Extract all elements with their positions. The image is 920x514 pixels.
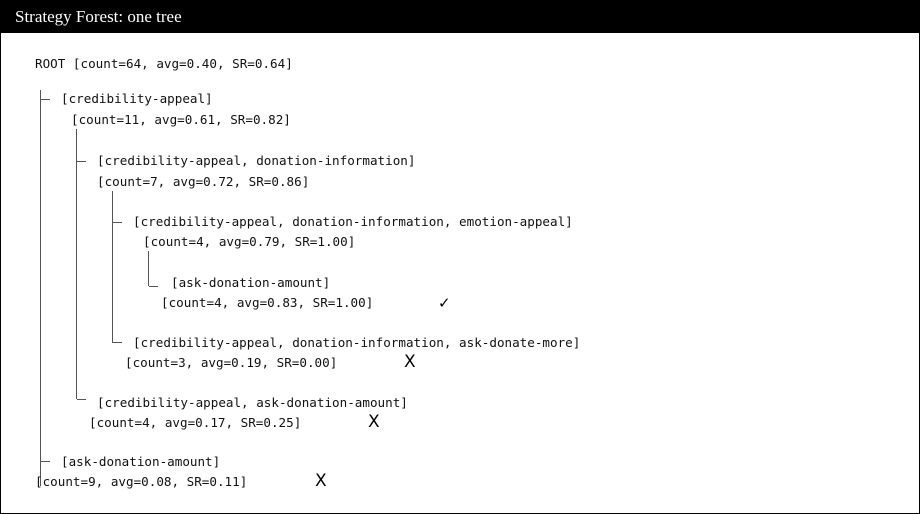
node-2-stats: [count=7, avg=0.72, SR=0.86] bbox=[97, 174, 310, 189]
failure-x-icon: X bbox=[368, 412, 380, 432]
panel-header: Strategy Forest: one tree bbox=[1, 1, 919, 33]
node-1-stats: [count=11, avg=0.61, SR=0.82] bbox=[71, 112, 291, 127]
branch-connector-2 bbox=[77, 161, 86, 162]
node-7-path: [ask-donation-amount] bbox=[61, 454, 221, 469]
node-5-stats: [count=3, avg=0.19, SR=0.00] bbox=[125, 355, 338, 370]
node-3-stats: [count=4, avg=0.79, SR=1.00] bbox=[143, 234, 356, 249]
failure-x-icon: X bbox=[404, 352, 416, 372]
strategy-tree: ROOT [count=64, avg=0.40, SR=0.64] [cred… bbox=[1, 33, 919, 513]
branch-connector-6 bbox=[77, 399, 86, 400]
node-7-stats: [count=9, avg=0.08, SR=0.11] bbox=[35, 474, 248, 489]
connector-level-2 bbox=[112, 191, 113, 343]
root-node: ROOT [count=64, avg=0.40, SR=0.64] bbox=[35, 56, 293, 71]
connector-level-3 bbox=[148, 251, 149, 286]
branch-connector-5 bbox=[113, 342, 122, 343]
branch-connector-3 bbox=[113, 222, 122, 223]
branch-connector-4 bbox=[149, 286, 158, 287]
connector-level-1 bbox=[76, 129, 77, 399]
branch-connector-7 bbox=[41, 461, 50, 462]
node-2-path: [credibility-appeal, donation-informatio… bbox=[97, 153, 416, 168]
node-3-path: [credibility-appeal, donation-informatio… bbox=[133, 214, 573, 229]
node-1-path: [credibility-appeal] bbox=[61, 91, 213, 106]
failure-x-icon: X bbox=[315, 471, 327, 491]
node-4-path: [ask-donation-amount] bbox=[171, 275, 331, 290]
success-check-icon: ✓ bbox=[438, 294, 451, 312]
node-4-stats: [count=4, avg=0.83, SR=1.00] bbox=[161, 295, 374, 310]
branch-connector-1 bbox=[41, 99, 50, 100]
connector-root bbox=[40, 90, 41, 486]
node-6-path: [credibility-appeal, ask-donation-amount… bbox=[97, 395, 408, 410]
node-5-path: [credibility-appeal, donation-informatio… bbox=[133, 335, 581, 350]
node-6-stats: [count=4, avg=0.17, SR=0.25] bbox=[89, 415, 302, 430]
